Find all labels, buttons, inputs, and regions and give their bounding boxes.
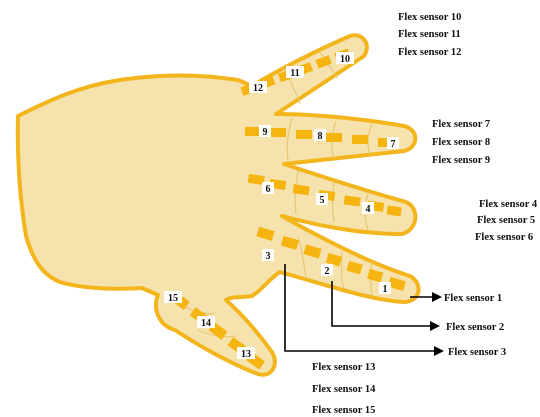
svg-text:1: 1 <box>383 284 388 295</box>
sensor-number-14: 14 <box>197 316 215 329</box>
label-flex-sensor-5: Flex sensor 5 <box>477 215 535 226</box>
labels-pinky: Flex sensor 10 Flex sensor 11 Flex senso… <box>398 12 461 58</box>
label-flex-sensor-13: Flex sensor 13 <box>312 362 375 373</box>
sensor-number-7: 7 <box>387 137 399 150</box>
sensor-number-4: 4 <box>362 202 374 215</box>
svg-text:8: 8 <box>318 131 323 142</box>
svg-text:14: 14 <box>201 318 211 329</box>
labels-middle: Flex sensor 4 Flex sensor 5 Flex sensor … <box>475 199 538 243</box>
labels-index: Flex sensor 1 Flex sensor 2 Flex sensor … <box>444 293 506 358</box>
sensor-number-12: 12 <box>249 81 267 94</box>
svg-text:2: 2 <box>325 266 330 277</box>
svg-text:4: 4 <box>366 204 371 215</box>
sensor-number-13: 13 <box>237 347 255 360</box>
sensor-number-5: 5 <box>316 193 328 206</box>
sensor-number-15: 15 <box>164 291 182 304</box>
label-flex-sensor-7: Flex sensor 7 <box>432 119 490 130</box>
sensor-number-6: 6 <box>262 182 274 195</box>
label-flex-sensor-4: Flex sensor 4 <box>479 199 538 210</box>
svg-text:9: 9 <box>263 127 268 138</box>
svg-text:11: 11 <box>290 68 299 79</box>
svg-text:7: 7 <box>391 139 396 150</box>
label-flex-sensor-2: Flex sensor 2 <box>446 322 504 333</box>
label-flex-sensor-9: Flex sensor 9 <box>432 155 490 166</box>
labels-thumb: Flex sensor 13 Flex sensor 14 Flex senso… <box>312 362 376 416</box>
labels-ring: Flex sensor 7 Flex sensor 8 Flex sensor … <box>432 119 490 166</box>
svg-text:5: 5 <box>320 195 325 206</box>
label-flex-sensor-3: Flex sensor 3 <box>448 347 506 358</box>
sensor-number-2: 2 <box>321 264 333 277</box>
label-flex-sensor-1: Flex sensor 1 <box>444 293 502 304</box>
svg-text:13: 13 <box>241 349 251 360</box>
label-flex-sensor-14: Flex sensor 14 <box>312 384 376 395</box>
label-flex-sensor-8: Flex sensor 8 <box>432 137 490 148</box>
sensor-number-9: 9 <box>259 125 271 138</box>
sensor-number-3: 3 <box>262 249 274 262</box>
sensor-number-11: 11 <box>286 66 304 79</box>
sensor-number-1: 1 <box>379 282 391 295</box>
sensor-number-10: 10 <box>336 52 354 65</box>
label-flex-sensor-12: Flex sensor 12 <box>398 47 461 58</box>
svg-text:6: 6 <box>266 184 271 195</box>
label-flex-sensor-15: Flex sensor 15 <box>312 405 375 416</box>
label-flex-sensor-11: Flex sensor 11 <box>398 29 461 40</box>
label-flex-sensor-10: Flex sensor 10 <box>398 12 461 23</box>
sensor-number-8: 8 <box>314 129 326 142</box>
svg-text:15: 15 <box>168 293 178 304</box>
svg-text:10: 10 <box>340 54 350 65</box>
label-flex-sensor-6: Flex sensor 6 <box>475 232 533 243</box>
svg-text:12: 12 <box>253 83 263 94</box>
svg-text:3: 3 <box>266 251 271 262</box>
